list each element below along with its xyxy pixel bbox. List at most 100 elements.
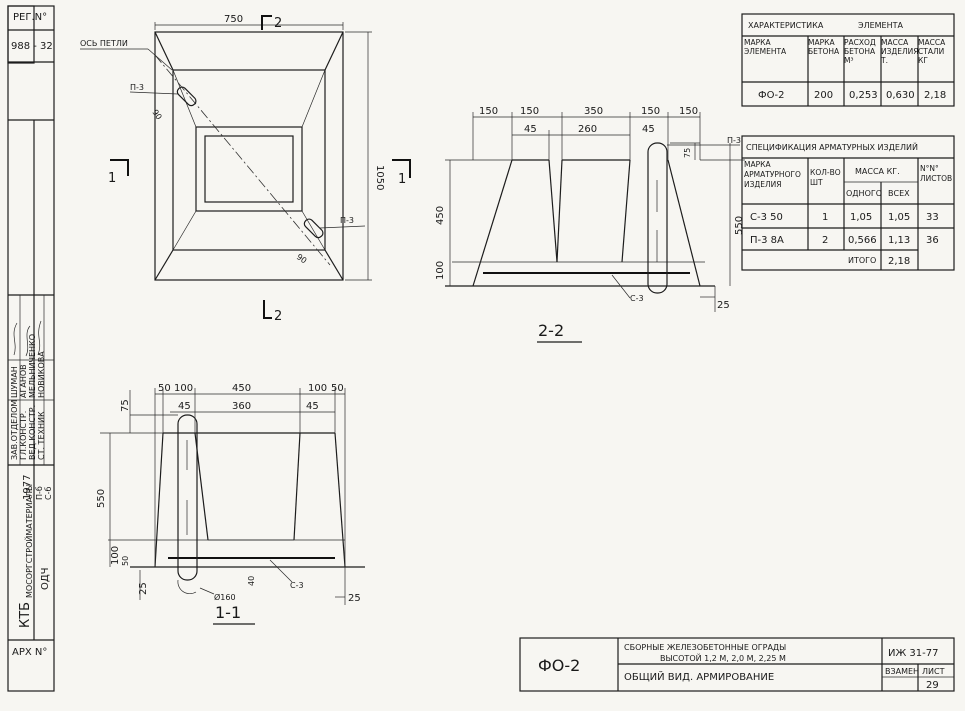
sec22-dim-150-4: 150 <box>679 106 698 117</box>
sec22-dim-150-2: 150 <box>520 106 539 117</box>
rebar-header-one: ОДНОГО <box>846 189 882 198</box>
elem-table-title-right: ЭЛЕМЕНТА <box>858 21 904 30</box>
rebar-header-qty: КОЛ-ВО ШТ <box>810 168 841 187</box>
name-3: НОВИКОВА <box>37 351 46 398</box>
section-2-2: 150 150 350 150 150 45 260 45 450 100 75… <box>435 106 745 343</box>
elem-row-mass: 0,630 <box>886 90 915 101</box>
side-stamp: РЕГ.N° 988 - 32 АРХ N° КТБ МОСОРГСТРОЙМА… <box>7 5 55 692</box>
loop-bend-arc <box>177 579 197 594</box>
sec22-dim-150-3: 150 <box>641 106 660 117</box>
elem-header-mass: МАССА ИЗДЕЛИЯ Т. <box>881 38 919 65</box>
sec22-tag-loop: П-3 <box>727 136 741 145</box>
elem-row-grade: 200 <box>814 90 833 101</box>
element-table: ХАРАКТЕРИСТИКА ЭЛЕМЕНТА МАРКА ЭЛЕМЕНТА М… <box>741 13 955 107</box>
sec11-title: 1-1 <box>215 603 241 622</box>
rebar-header-mass: МАССА КГ. <box>855 167 900 176</box>
sec11-dim-75: 75 <box>120 399 131 412</box>
sec22-dim-45-1: 45 <box>524 124 537 135</box>
rebar-row1-mark: П-3 8А <box>750 235 784 246</box>
sec22-dim-550: 550 <box>734 216 745 235</box>
sec11-dim-40: 40 <box>247 576 256 586</box>
sec11-dim-100: 100 <box>110 546 121 565</box>
rebar-row0-one: 1,05 <box>850 212 872 223</box>
rebar-total-value: 2,18 <box>888 256 910 267</box>
role-1: ГЛ.КОНСТР. <box>19 411 28 460</box>
loop-tag-1: П-3 <box>130 83 144 92</box>
sec11-dim-100-2: 100 <box>308 383 327 394</box>
sec22-dim-45-2: 45 <box>642 124 655 135</box>
rebar-table-title: СПЕЦИФИКАЦИЯ АРМАТУРНЫХ ИЗДЕЛИЙ <box>746 141 918 152</box>
title-code: ИЖ 31-77 <box>888 648 939 659</box>
sec11-dim-45-2: 45 <box>306 401 319 412</box>
sec22-dim-260: 260 <box>578 124 597 135</box>
title-sheet-number: 29 <box>926 680 939 691</box>
rebar-row0-all: 1,05 <box>888 212 910 223</box>
sec11-tag-mesh: С-3 <box>290 581 304 590</box>
rebar-row1-sheet: 36 <box>926 235 939 246</box>
elem-header-concrete-grade: МАРКА БЕТОНА <box>808 38 840 56</box>
rebar-row0-mark: С-3 50 <box>750 212 783 223</box>
org-line2: МОСОРГСТРОЙМАТЕРИАЛЫ <box>23 484 34 598</box>
title-line1: СБОРНЫЕ ЖЕЛЕЗОБЕТОННЫЕ ОГРАДЫ <box>624 643 786 652</box>
title-line2: ВЫСОТОЙ 1,2 М, 2,0 М, 2,25 М <box>660 652 786 663</box>
section-1-1: 50 100 450 100 50 45 360 45 75 550 100 5… <box>96 383 365 625</box>
sec22-dim-350: 350 <box>584 106 603 117</box>
role-3: СТ. ТЕХНИК <box>37 411 46 460</box>
loop-axis-label: ОСЬ ПЕТЛИ <box>80 39 128 48</box>
rebar-row1-all: 1,13 <box>888 235 910 246</box>
elem-header-steel: МАССА СТАЛИ КГ <box>918 38 946 65</box>
sec22-title: 2-2 <box>538 321 564 340</box>
reg-label: РЕГ.N° <box>13 12 47 23</box>
rebar-row1-qty: 2 <box>822 235 828 246</box>
role-2: ВЕД.КОНСТР. <box>28 405 37 460</box>
elem-row-steel: 2,18 <box>924 90 946 101</box>
rebar-row0-sheet: 33 <box>926 212 939 223</box>
plan-view: 750 1050 ОСЬ ПЕТЛИ П-3 П-3 90 90 2 2 1 1 <box>80 14 411 324</box>
title-sheet-label: ВЗАМЕН <box>885 667 919 676</box>
elem-row-volume: 0,253 <box>849 90 878 101</box>
section-mark-bottom: 2 <box>274 309 282 324</box>
dept-code: ОДЧ <box>40 567 51 590</box>
group-code-0: П-б <box>35 486 44 500</box>
rebar-header-all: ВСЕХ <box>888 189 910 198</box>
plan-dim-750: 750 <box>224 14 243 25</box>
section-mark-right: 1 <box>398 172 406 187</box>
name-0: ШУМАН <box>10 366 19 398</box>
sec11-dim-100-1: 100 <box>174 383 193 394</box>
arch-label: АРХ N° <box>12 647 47 658</box>
org-line1: КТБ <box>18 602 33 628</box>
sec22-dim-25: 25 <box>717 300 730 311</box>
sec22-dim-450: 450 <box>435 206 446 225</box>
sec22-dim-75: 75 <box>683 148 692 158</box>
signatures <box>13 320 42 357</box>
elem-table-title-left: ХАРАКТЕРИСТИКА <box>748 21 824 30</box>
sec11-dim-45-1: 45 <box>178 401 191 412</box>
rebar-total-label: ИТОГО <box>848 256 876 265</box>
sec11-dim-25: 25 <box>138 582 149 595</box>
sec11-dim-360: 360 <box>232 401 251 412</box>
sec22-dim-150-1: 150 <box>479 106 498 117</box>
sec11-dim-50-1: 50 <box>158 383 171 394</box>
sec22-dim-100: 100 <box>435 261 446 280</box>
sec11-dim-50: 50 <box>121 556 130 566</box>
sec11-dim-450: 450 <box>232 383 251 394</box>
rebar-header-mark: МАРКА АРМАТУРНОГО ИЗДЕЛИЯ <box>744 160 801 189</box>
rebar-row0-qty: 1 <box>822 212 828 223</box>
sec11-dim-550: 550 <box>96 489 107 508</box>
sec11-dim-50-2: 50 <box>331 383 344 394</box>
section-mark-left: 1 <box>108 171 116 186</box>
plan-dim-1050: 1050 <box>374 165 385 190</box>
name-1: АГАНОВ <box>19 364 28 398</box>
title-sheet-label2: ЛИСТ <box>922 667 945 676</box>
rebar-table: СПЕЦИФИКАЦИЯ АРМАТУРНЫХ ИЗДЕЛИЙ МАРКА АР… <box>741 135 955 271</box>
sec22-tag-mesh: С-3 <box>630 294 644 303</box>
elem-header-mark: МАРКА ЭЛЕМЕНТА <box>744 38 787 56</box>
sec11-diameter: Ø160 <box>214 592 236 602</box>
elem-row-mark: ФО-2 <box>758 90 784 101</box>
reg-number: 988 - 32 <box>11 41 53 52</box>
elem-header-concrete-volume: РАСХОД БЕТОНА М³ <box>844 38 876 65</box>
section-mark-top: 2 <box>274 16 282 31</box>
title-block: ФО-2 СБОРНЫЕ ЖЕЛЕЗОБЕТОННЫЕ ОГРАДЫ ВЫСОТ… <box>519 637 955 692</box>
rebar-row1-one: 0,566 <box>848 235 877 246</box>
